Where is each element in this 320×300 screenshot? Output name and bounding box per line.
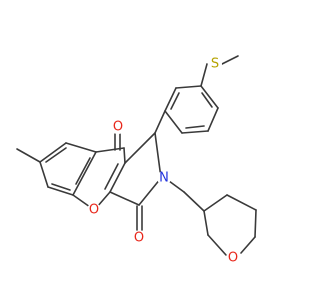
bond-n-c3 — [138, 177, 162, 206]
atom-n-label: N — [159, 171, 169, 186]
bond-methyl-s — [221, 55, 239, 65]
atom-o-ring-label: O — [89, 203, 99, 218]
bond-c9a-c9 — [123, 147, 126, 164]
bond-thf-2 — [226, 194, 257, 211]
bond-benzo-3 — [39, 161, 49, 188]
bonds — [16, 55, 257, 256]
atom-o-ring: O — [87, 203, 101, 218]
bond-c1-n — [154, 132, 162, 179]
bond-benzo-inner-a — [51, 183, 71, 191]
bond-c9a-c3a-a — [109, 162, 126, 193]
bond-phenyl-inner-c — [170, 92, 180, 110]
bond-thf-4 — [240, 236, 256, 254]
bond-thf-1 — [203, 194, 228, 212]
bond-phenyl-3 — [181, 130, 209, 134]
bond-phenyl-6 — [175, 85, 202, 89]
bond-phenyl-4 — [164, 110, 183, 134]
bond-benzo-1 — [72, 151, 97, 196]
atom-s: S — [208, 57, 222, 72]
bond-benzo-2 — [47, 186, 74, 196]
bond-benzo-5 — [65, 142, 97, 153]
molecule-structure-diagram: S O N O O O — [16, 55, 257, 266]
atom-o-thf: O — [226, 251, 240, 266]
bond-thf-3 — [254, 209, 257, 238]
atom-s-label: S — [211, 57, 219, 72]
atom-o-ketone-label: O — [113, 120, 123, 135]
bond-phenyl-inner-b — [185, 125, 205, 129]
atom-o-lactam-label: O — [134, 231, 144, 246]
bond-c7-methyl — [16, 148, 41, 163]
bond-benzo-inner-c — [75, 157, 91, 185]
bond-thf-6 — [203, 210, 209, 236]
bond-n-ch2 — [168, 180, 185, 193]
bond-c3a-o — [96, 191, 111, 208]
bond-c9a-c3a-b — [104, 163, 119, 190]
atom-o-thf-label: O — [228, 251, 238, 266]
bond-c1-c9a — [124, 132, 156, 164]
atom-labels: S O N O O O — [87, 57, 240, 266]
bond-phenyl-inner-a — [201, 92, 213, 108]
bond-ch2-thf — [183, 191, 205, 212]
bond-phenyl-1 — [200, 85, 219, 109]
bond-benzo-4 — [39, 142, 67, 163]
atom-n: N — [157, 171, 171, 186]
atom-o-lactam: O — [132, 231, 146, 246]
bond-o-c8a — [72, 194, 91, 208]
atom-o-ketone: O — [111, 120, 125, 135]
bond-benzo-inner-b — [45, 147, 67, 163]
bond-phenyl-5 — [164, 87, 177, 112]
bond-s-aryl — [200, 63, 208, 87]
bond-phenyl-c1 — [154, 110, 166, 134]
bond-phenyl-2 — [207, 107, 219, 132]
bond-thf-5 — [207, 234, 227, 256]
bond-c3-c3a — [109, 191, 140, 206]
